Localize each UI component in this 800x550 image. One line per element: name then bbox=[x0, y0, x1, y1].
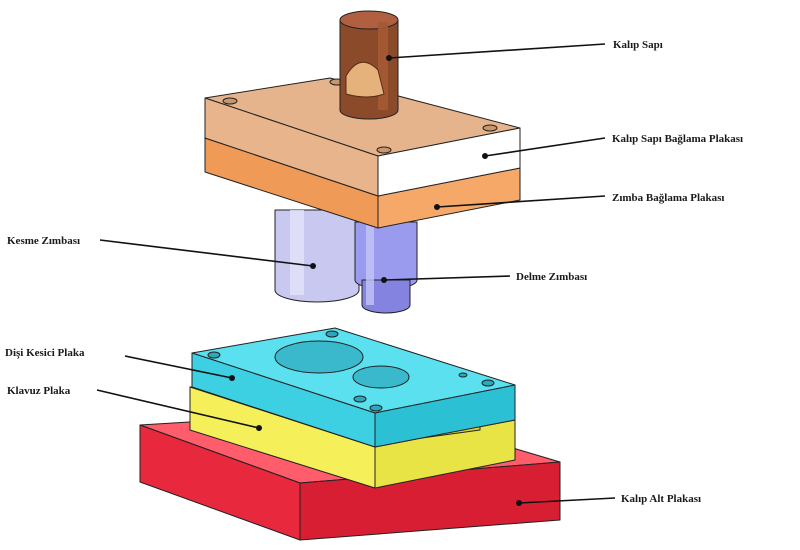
leader-kalip-alt-dot bbox=[516, 500, 522, 506]
label-kalip-sapi-baglama-plakasi: Kalıp Sapı Bağlama Plakası bbox=[612, 133, 743, 145]
label-disi-kesici-plaka: Dişi Kesici Plaka bbox=[5, 347, 85, 359]
labels: Kalıp Sapı Kalıp Sapı Bağlama Plakası Zı… bbox=[5, 39, 743, 505]
leader-zimba-baglama-dot bbox=[434, 204, 440, 210]
die-large-opening bbox=[274, 340, 364, 374]
leader-kesme-zimbasi-dot bbox=[310, 263, 316, 269]
leader-kalip-sapi-baglama bbox=[484, 137, 606, 157]
label-kalip-alt-plakasi: Kalıp Alt Plakası bbox=[621, 493, 701, 505]
label-delme-zimbasi: Delme Zımbası bbox=[516, 271, 587, 283]
clamp-plate-side bbox=[377, 127, 521, 197]
clamp-hole-3 bbox=[482, 124, 498, 132]
die-hole-6 bbox=[458, 372, 468, 378]
die-hole-4 bbox=[369, 404, 383, 412]
leader-disi-kesici bbox=[124, 355, 233, 379]
leader-kalip-alt bbox=[518, 497, 616, 504]
die-small-opening bbox=[352, 365, 410, 389]
die-plate bbox=[191, 327, 516, 448]
clamp-hole-1 bbox=[222, 97, 238, 105]
clamp-hole-4 bbox=[376, 146, 392, 154]
die-shank bbox=[339, 10, 399, 120]
die-hole-5 bbox=[481, 379, 495, 387]
die-hole-2 bbox=[325, 330, 339, 338]
die-plate-side bbox=[374, 384, 516, 448]
blanking-punch bbox=[274, 209, 360, 303]
leader-kalip-sapi-baglama-dot bbox=[482, 153, 488, 159]
leader-klavuz-dot bbox=[256, 425, 262, 431]
leader-lines bbox=[96, 43, 616, 506]
piercing-punch bbox=[354, 221, 418, 314]
leader-zimba-baglama bbox=[436, 195, 606, 208]
leader-klavuz bbox=[96, 389, 260, 429]
shank-top bbox=[339, 10, 399, 30]
label-zimba-baglama-plakasi: Zımba Bağlama Plakası bbox=[612, 192, 724, 204]
shank-highlight bbox=[378, 22, 388, 110]
die-hole-3 bbox=[353, 395, 367, 403]
die-hole-1 bbox=[207, 351, 221, 359]
label-kesme-zimbasi: Kesme Zımbası bbox=[7, 235, 80, 247]
leader-kalip-sapi bbox=[388, 43, 606, 59]
shank-notch bbox=[345, 61, 385, 98]
blanking-punch-highlight bbox=[290, 210, 304, 295]
leader-disi-kesici-dot bbox=[229, 375, 235, 381]
leader-kalip-sapi-dot bbox=[386, 55, 392, 61]
blanking-punch-body bbox=[274, 209, 360, 303]
label-kalip-sapi: Kalıp Sapı bbox=[613, 39, 663, 51]
leader-delme-zimbasi-dot bbox=[381, 277, 387, 283]
leader-kesme-zimbasi bbox=[99, 239, 314, 267]
leader-delme-zimbasi bbox=[383, 275, 511, 281]
label-klavuz-plaka: Klavuz Plaka bbox=[7, 385, 71, 397]
piercing-punch-highlight bbox=[366, 225, 374, 305]
